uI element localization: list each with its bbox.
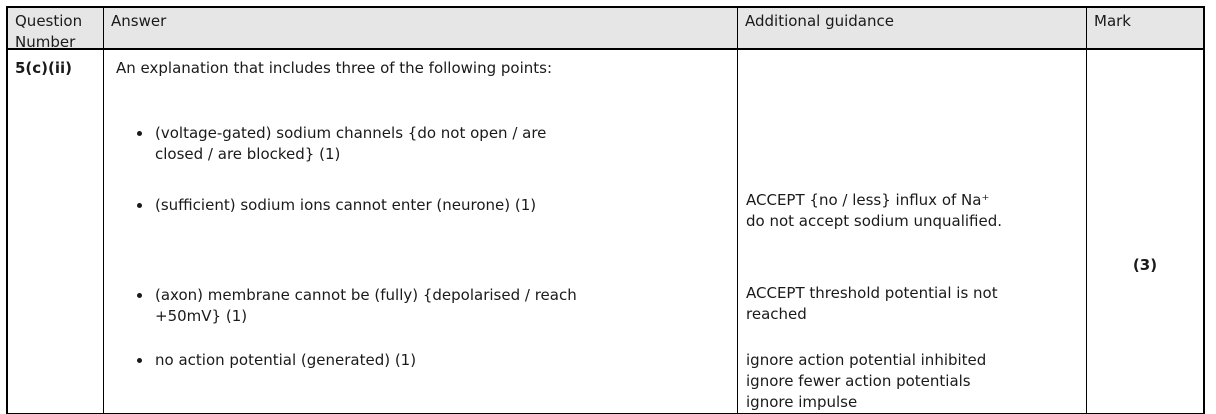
answer-bullet-list: (voltage-gated) sodium channels {do not … [116,123,727,371]
question-number-cell: 5(c)(ii) [8,50,104,413]
table-row: 5(c)(ii) An explanation that includes th… [8,50,1203,413]
answer-bullet-2: (sufficient) sodium ions cannot enter (n… [153,195,727,216]
header-additional-guidance: Additional guidance [738,8,1087,48]
mark-cell: (3) [1087,50,1203,413]
header-answer: Answer [104,8,738,48]
mark-scheme-table: Question Number Answer Additional guidan… [6,6,1205,414]
additional-guidance-cell: ACCEPT {no / less} influx of Na⁺ do not … [738,50,1087,413]
table-header-row: Question Number Answer Additional guidan… [8,8,1203,51]
answer-bullet-4: no action potential (generated) (1) [153,350,727,371]
guidance-note-3: ignore action potential inhibited ignore… [746,351,987,411]
answer-bullet-1: (voltage-gated) sodium channels {do not … [153,123,727,165]
answer-intro: An explanation that includes three of th… [116,59,553,77]
answer-cell: An explanation that includes three of th… [104,50,738,413]
guidance-note-1: ACCEPT {no / less} influx of Na⁺ do not … [746,191,1002,230]
header-mark: Mark [1087,8,1203,48]
guidance-note-2: ACCEPT threshold potential is not reache… [746,284,998,323]
answer-bullet-3: (axon) membrane cannot be (fully) {depol… [153,285,727,327]
mark-value: (3) [1132,256,1158,274]
header-question-number: Question Number [8,8,104,51]
